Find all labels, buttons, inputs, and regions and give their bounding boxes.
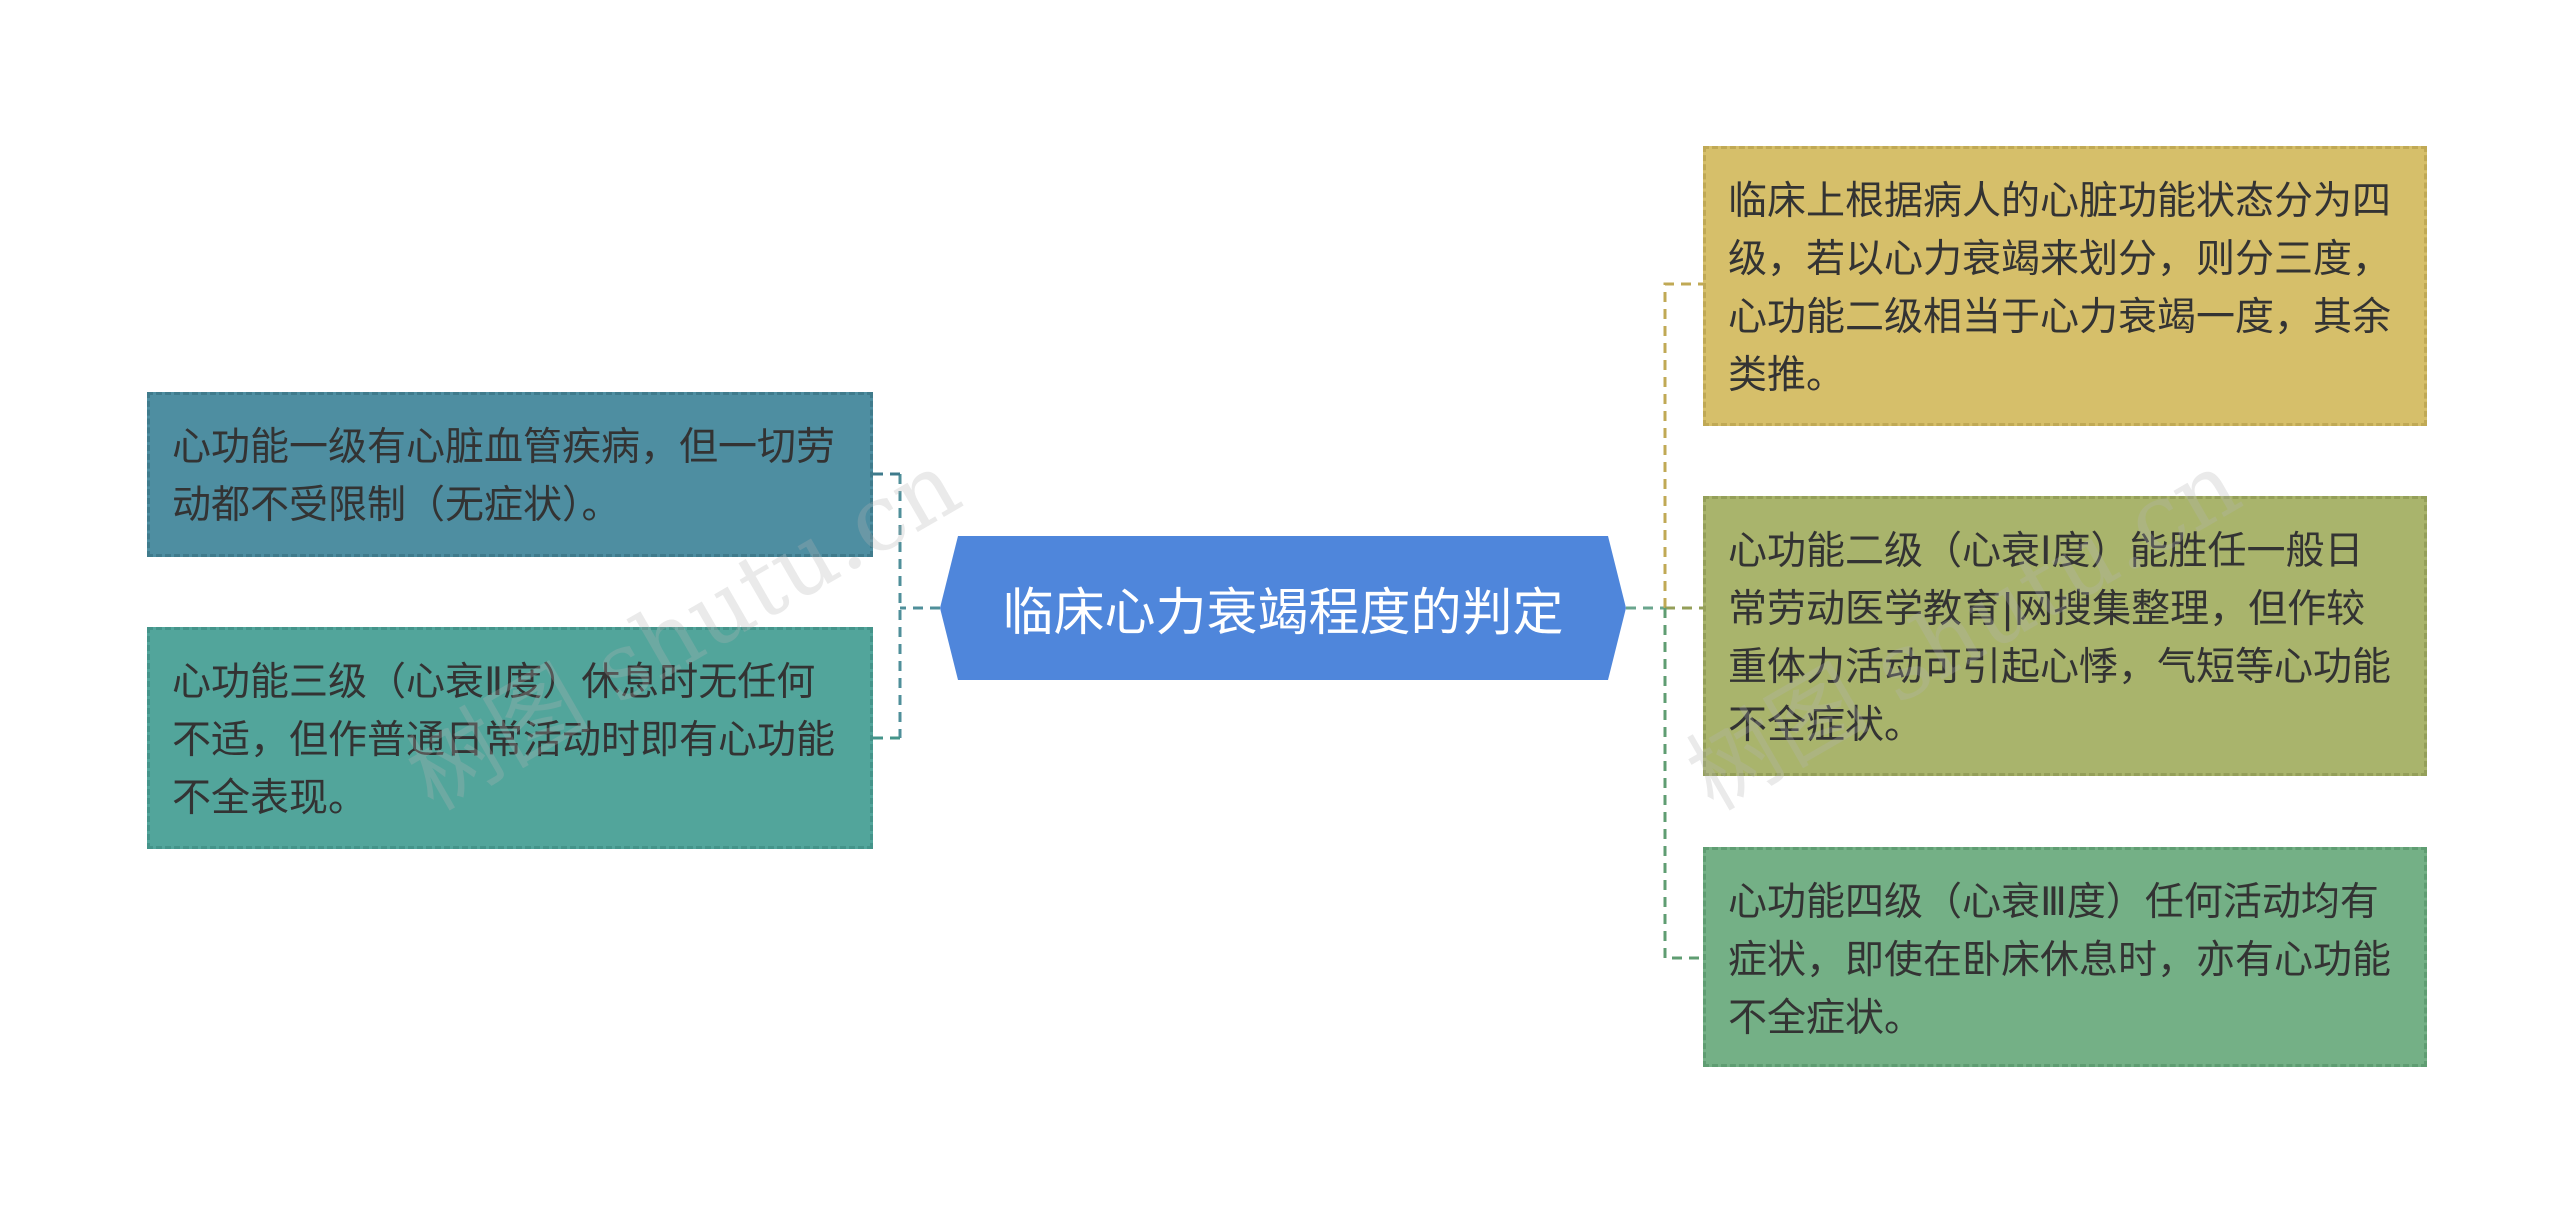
- root-node-shape: [940, 536, 1626, 680]
- topic-node-overview[interactable]: 临床上根据病人的心脏功能状态分为四级，若以心力衰竭来划分，则分三度，心功能二级相…: [1703, 146, 2427, 426]
- topic-node-text: 心功能四级（心衰Ⅲ度）任何活动均有症状，即使在卧床休息时，亦有心功能不全症状。: [1728, 880, 2392, 1041]
- topic-node-level3[interactable]: 心功能三级（心衰Ⅱ度）休息时无任何不适，但作普通日常活动时即有心功能不全表现。: [147, 627, 873, 849]
- root-node-label: 临床心力衰竭程度的判定: [1002, 584, 1564, 643]
- topic-node-text: 心功能二级（心衰I度）能胜任一般日常劳动医学教育|网搜集整理，但作较重体力活动可…: [1728, 529, 2392, 748]
- topic-node-level2[interactable]: 心功能二级（心衰I度）能胜任一般日常劳动医学教育|网搜集整理，但作较重体力活动可…: [1703, 496, 2427, 776]
- topic-node-level1[interactable]: 心功能一级有心脏血管疾病，但一切劳动都不受限制（无症状）。: [147, 392, 873, 557]
- topic-node-text: 心功能一级有心脏血管疾病，但一切劳动都不受限制（无症状）。: [172, 425, 836, 528]
- topic-node-text: 心功能三级（心衰Ⅱ度）休息时无任何不适，但作普通日常活动时即有心功能不全表现。: [172, 660, 836, 821]
- topic-node-text: 临床上根据病人的心脏功能状态分为四级，若以心力衰竭来划分，则分三度，心功能二级相…: [1728, 179, 2392, 398]
- connector-to-r1: [1663, 282, 1703, 608]
- connector-to-r3: [1663, 608, 1703, 960]
- topic-node-level4[interactable]: 心功能四级（心衰Ⅲ度）任何活动均有症状，即使在卧床休息时，亦有心功能不全症状。: [1703, 847, 2427, 1067]
- root-node[interactable]: 临床心力衰竭程度的判定: [940, 536, 1626, 680]
